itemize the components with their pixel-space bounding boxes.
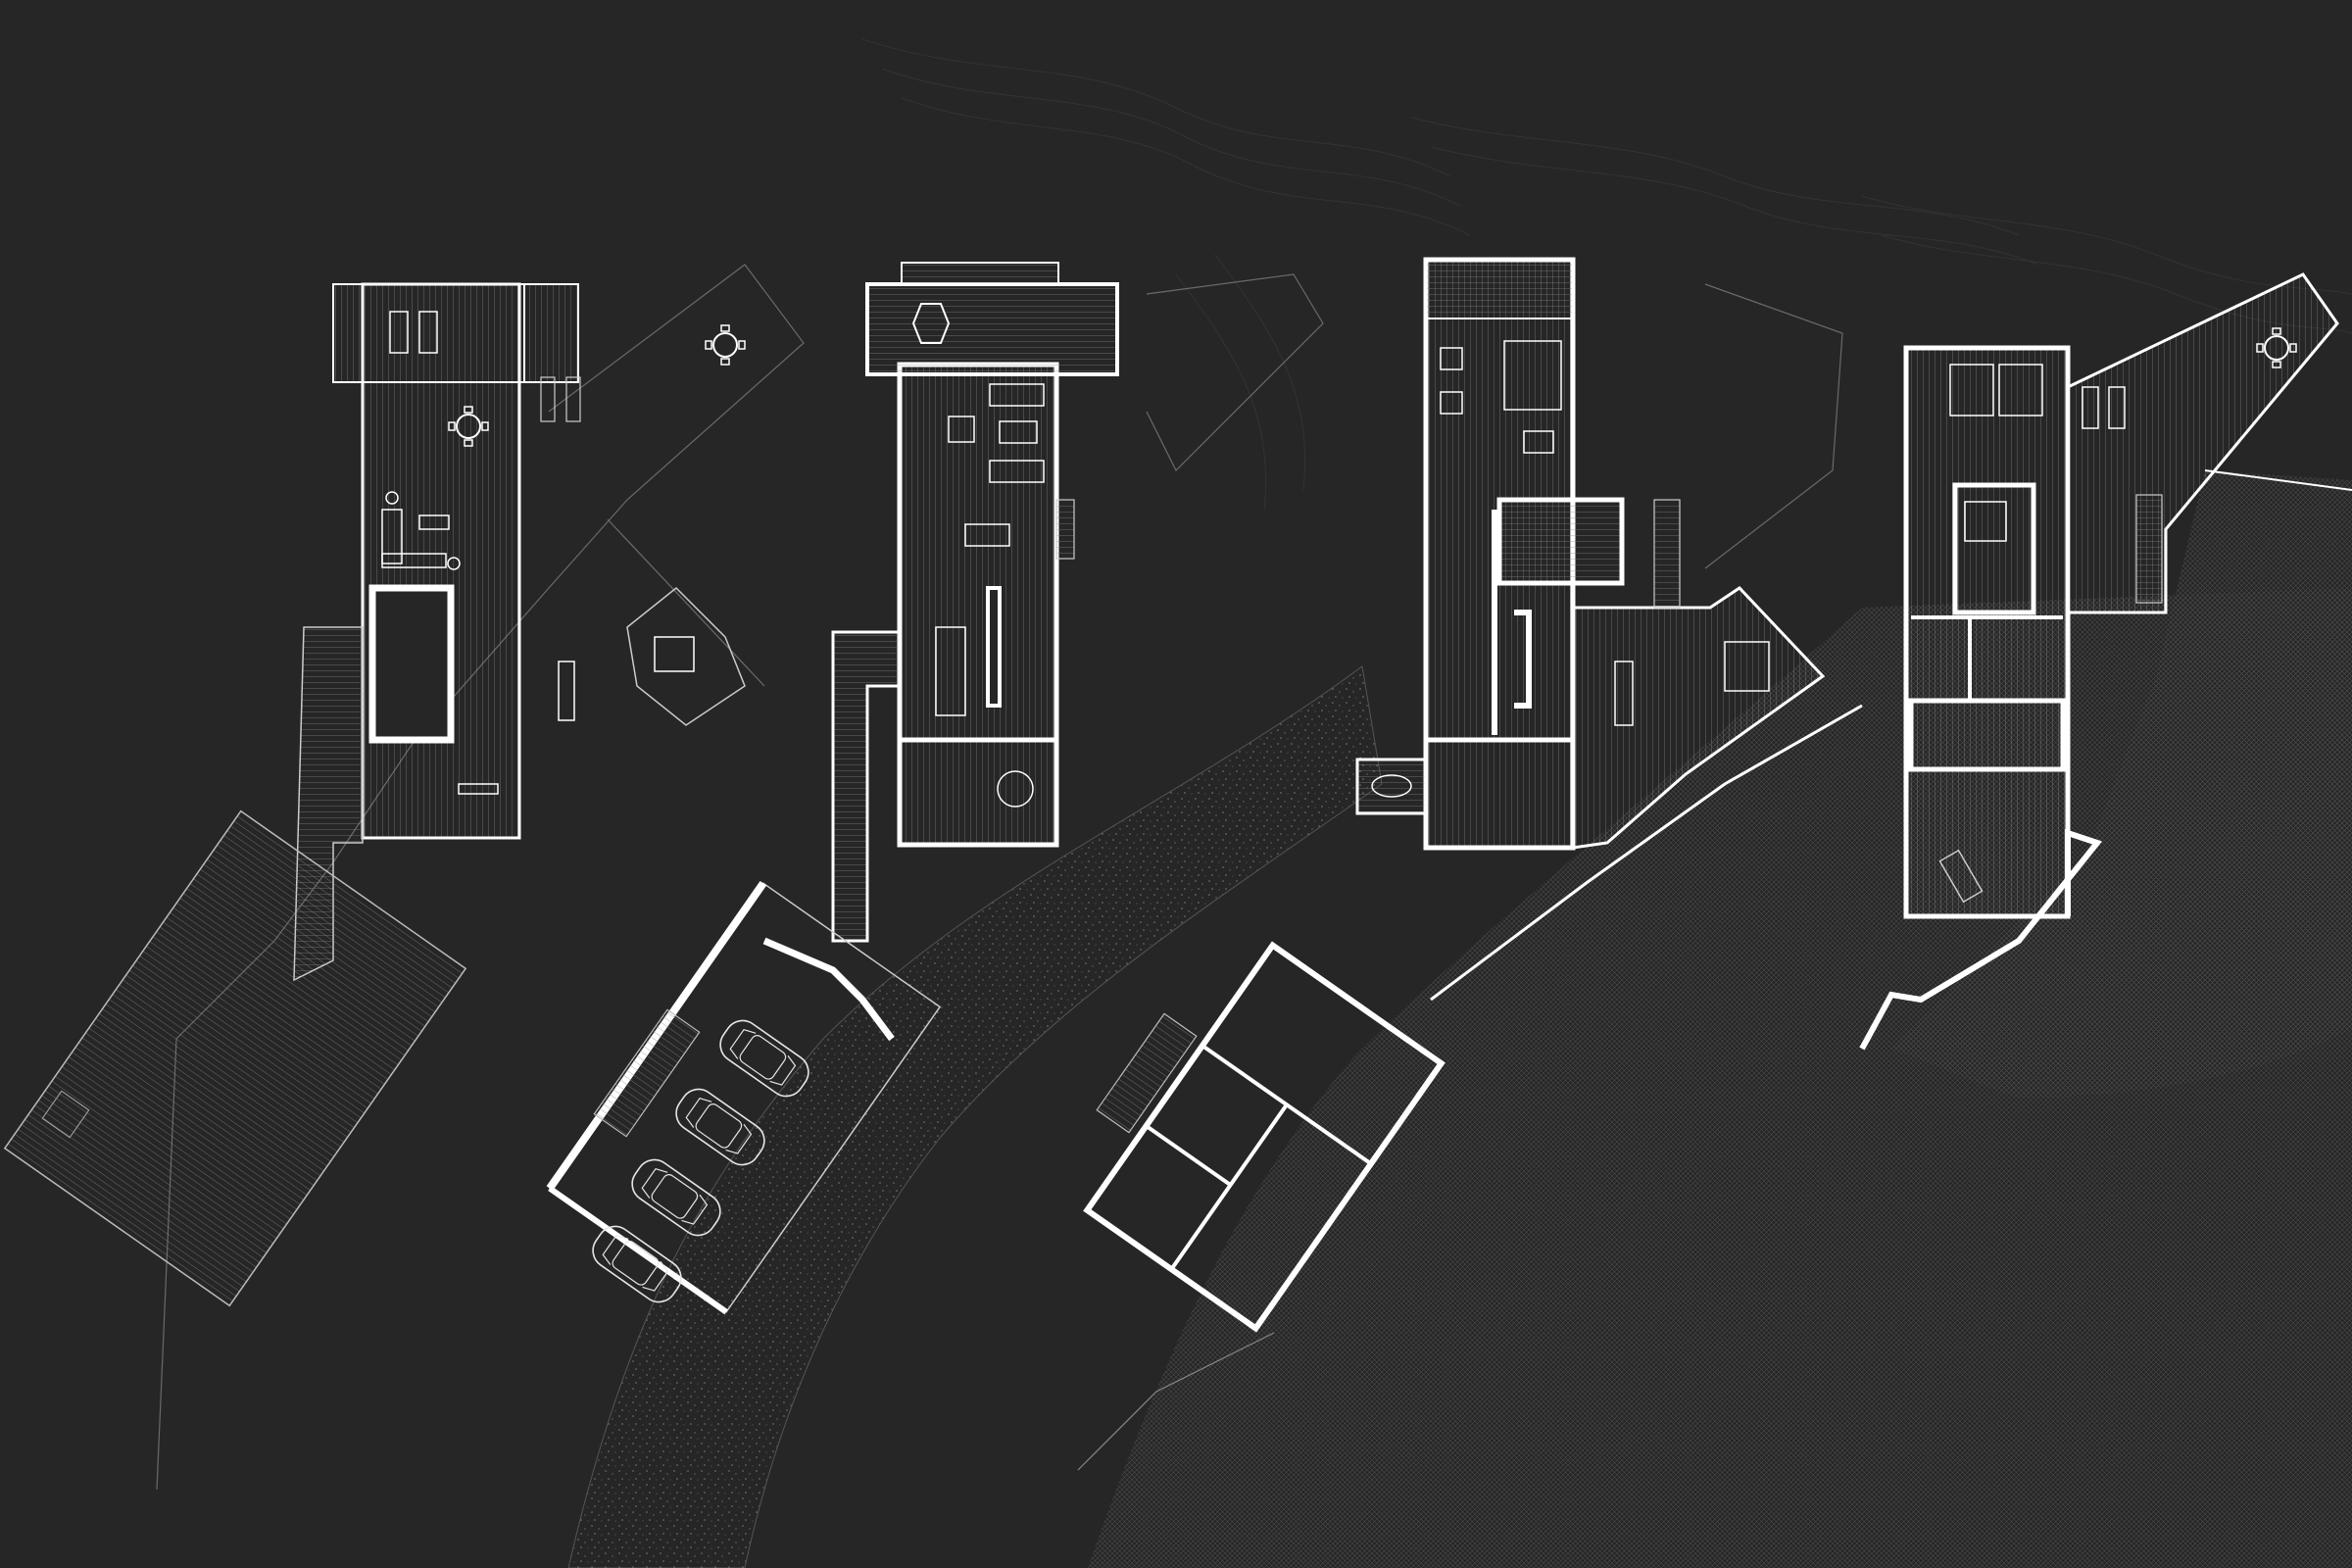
stair bbox=[1653, 499, 1681, 609]
roof-parapet bbox=[901, 262, 1059, 285]
armchair bbox=[1440, 347, 1463, 370]
dining-table bbox=[964, 523, 1010, 547]
bed bbox=[1949, 364, 1994, 416]
garden-terrace bbox=[626, 586, 746, 726]
service-room bbox=[897, 737, 1059, 848]
ground-outline bbox=[1430, 704, 1863, 1002]
round-table bbox=[997, 770, 1034, 808]
sun-lounger bbox=[1938, 849, 1984, 904]
driveway-gravel bbox=[567, 665, 1383, 1568]
sun-lounger bbox=[2108, 386, 2126, 429]
plan-roof-terrace-level bbox=[3, 264, 805, 1491]
side-deck bbox=[523, 283, 579, 383]
sun-lounger bbox=[2082, 386, 2099, 429]
skylight bbox=[911, 303, 951, 344]
hall-wall bbox=[1911, 615, 2063, 701]
outdoor-sofa bbox=[1724, 641, 1770, 692]
carport-roof bbox=[3, 809, 467, 1307]
bed bbox=[1964, 501, 2007, 542]
retaining-wall bbox=[1859, 828, 2103, 1051]
guest-house bbox=[1083, 941, 1446, 1333]
parked-car bbox=[712, 1012, 816, 1104]
bedroom-2 bbox=[1952, 482, 2036, 615]
retaining-wall bbox=[1146, 273, 1324, 472]
outdoor-table bbox=[558, 661, 575, 721]
bridge-link bbox=[1496, 497, 1625, 586]
corridor-wall bbox=[1492, 510, 1532, 735]
sun-lounger bbox=[540, 376, 556, 422]
upper-wing bbox=[1903, 345, 2071, 919]
planter bbox=[447, 557, 461, 570]
armchair bbox=[1440, 391, 1463, 415]
sun-lounger bbox=[565, 376, 581, 422]
topography-contours bbox=[861, 38, 2352, 511]
entry-stair bbox=[831, 630, 902, 943]
outdoor-lounge bbox=[654, 636, 695, 672]
coffee-table bbox=[999, 420, 1038, 444]
coffee-table bbox=[418, 514, 450, 530]
side-deck bbox=[332, 283, 364, 383]
plan-living-garage-level bbox=[546, 262, 1383, 1568]
armchair bbox=[948, 416, 975, 443]
bed bbox=[1998, 364, 2043, 416]
roof-terrace bbox=[2066, 272, 2339, 614]
sun-lounger bbox=[418, 311, 438, 354]
site-line bbox=[2204, 469, 2352, 491]
retaining-wall bbox=[1704, 283, 1843, 569]
top-deck bbox=[1425, 259, 1574, 319]
sun-lounger bbox=[389, 311, 409, 354]
bathtub bbox=[1355, 758, 1428, 815]
sofa bbox=[381, 509, 403, 564]
living-wing bbox=[897, 362, 1059, 848]
sofa bbox=[989, 460, 1045, 483]
stair-opening bbox=[368, 584, 455, 744]
entry-walls bbox=[762, 937, 895, 1042]
small-shed bbox=[41, 1090, 90, 1139]
plan-upper-bedroom-level bbox=[1859, 272, 2352, 1098]
tub-basin bbox=[1371, 774, 1412, 798]
terrace-deck bbox=[361, 282, 521, 840]
site-line bbox=[1077, 1332, 1275, 1471]
outdoor-table bbox=[1614, 661, 1634, 726]
site-boundary bbox=[607, 518, 765, 687]
balcony bbox=[1055, 499, 1075, 560]
outdoor-deck bbox=[1571, 586, 1826, 850]
sofa bbox=[381, 553, 447, 568]
desk bbox=[1523, 430, 1554, 454]
kitchen-island bbox=[986, 586, 1002, 708]
stair bbox=[2135, 494, 2163, 604]
patio-table bbox=[705, 324, 746, 366]
ground-crosshatch bbox=[1891, 470, 2352, 1098]
kitchen-counter bbox=[935, 626, 966, 716]
master-bed bbox=[1503, 340, 1562, 411]
planter bbox=[385, 491, 399, 505]
bench bbox=[458, 783, 499, 795]
guest-stair bbox=[1096, 1012, 1198, 1134]
garage-stair bbox=[593, 1008, 701, 1138]
bathroom bbox=[1908, 698, 2066, 772]
roof-canopy bbox=[865, 282, 1119, 376]
sofa bbox=[989, 383, 1045, 407]
